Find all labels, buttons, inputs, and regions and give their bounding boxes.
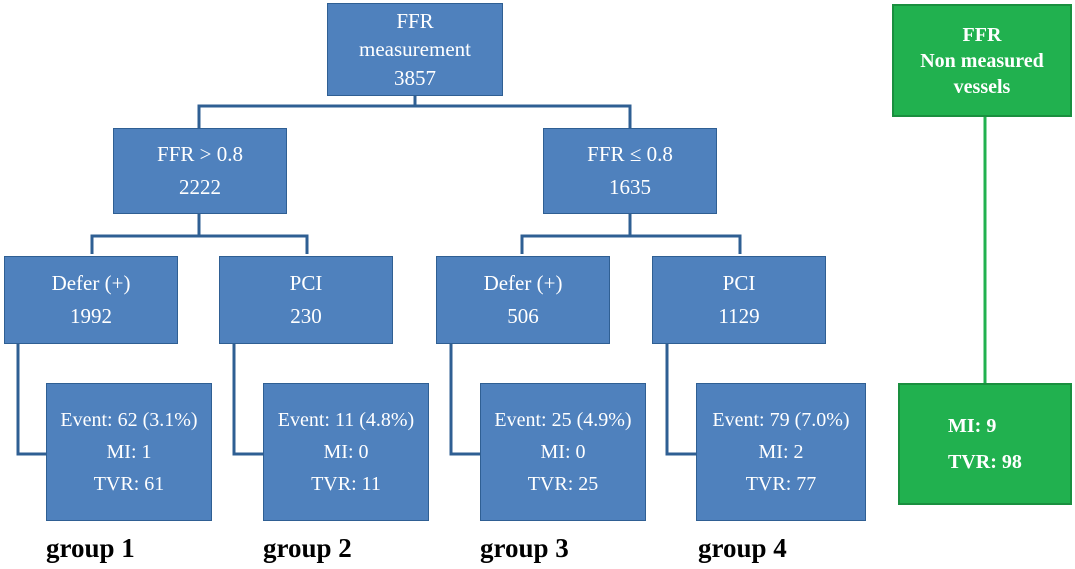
leaf1-node: Defer (+) 1992: [4, 256, 178, 344]
low-branch-connector: [520, 234, 742, 254]
branch-high-label: FFR > 0.8: [157, 142, 243, 166]
leaf1-label: Defer (+): [51, 271, 131, 295]
leaf4-mi: MI: 2: [758, 441, 804, 463]
leaf3-event: Event: 25 (4.9%): [494, 409, 632, 431]
non-measured-line1: FFR: [962, 23, 1002, 46]
leaf2-event: Event: 11 (4.8%): [277, 409, 415, 431]
leaf3-outcome: Event: 25 (4.9%) MI: 0 TVR: 25: [480, 383, 646, 521]
leaf2-tvr: TVR: 11: [311, 473, 381, 495]
leaf3-label: Defer (+): [483, 271, 563, 295]
leaf1-tvr: TVR: 61: [93, 473, 165, 495]
root-connector: [197, 104, 632, 128]
leaf1-connector: [16, 344, 46, 456]
branch-high-node: FFR > 0.8 2222: [113, 128, 287, 214]
leaf2-count: 230: [290, 304, 322, 328]
leaf4-connector: [665, 344, 696, 456]
leaf4-count: 1129: [718, 304, 760, 328]
leaf1-count: 1992: [70, 304, 112, 328]
leaf1-outcome: Event: 62 (3.1%) MI: 1 TVR: 61: [46, 383, 212, 521]
root-line2: measurement: [359, 36, 471, 61]
leaf4-label: PCI: [722, 271, 756, 295]
group-label-1: group 1: [46, 533, 135, 563]
group-label-3: group 3: [480, 533, 569, 563]
leaf4-tvr: TVR: 77: [745, 473, 817, 495]
leaf2-mi: MI: 0: [323, 441, 369, 463]
leaf3-node: Defer (+) 506: [436, 256, 610, 344]
leaf3-tvr: TVR: 25: [527, 473, 599, 495]
group-label-4: group 4: [698, 533, 787, 563]
branch-low-label: FFR ≤ 0.8: [587, 142, 673, 166]
leaf2-connector: [232, 344, 263, 456]
root-node: FFR measurement 3857: [327, 3, 503, 96]
group-label-2: group 2: [263, 533, 352, 563]
root-line1: FFR: [396, 8, 434, 33]
leaf3-mi: MI: 0: [540, 441, 586, 463]
non-measured-tvr: TVR: 98: [948, 451, 1022, 473]
leaf2-outcome: Event: 11 (4.8%) MI: 0 TVR: 11: [263, 383, 429, 521]
leaf1-event: Event: 62 (3.1%): [60, 409, 198, 431]
non-measured-node: FFR Non measured vessels: [892, 4, 1072, 117]
leaf3-count: 506: [507, 304, 539, 328]
root-count: 3857: [394, 65, 436, 90]
non-measured-mi: MI: 9: [948, 415, 997, 437]
leaf4-node: PCI 1129: [652, 256, 826, 344]
branch-low-count: 1635: [609, 175, 651, 199]
branch-high-count: 2222: [179, 175, 221, 199]
leaf3-connector: [449, 344, 480, 456]
branch-low-node: FFR ≤ 0.8 1635: [543, 128, 717, 214]
leaf2-node: PCI 230: [219, 256, 393, 344]
leaf4-outcome: Event: 79 (7.0%) MI: 2 TVR: 77: [696, 383, 866, 521]
leaf1-mi: MI: 1: [106, 441, 152, 463]
high-branch-connector: [90, 234, 309, 254]
non-measured-outcome: MI: 9 TVR: 98: [898, 383, 1072, 505]
leaf2-label: PCI: [289, 271, 323, 295]
leaf4-event: Event: 79 (7.0%): [712, 409, 850, 431]
non-measured-line3: vessels: [953, 75, 1011, 98]
non-measured-line2: Non measured: [920, 49, 1044, 72]
